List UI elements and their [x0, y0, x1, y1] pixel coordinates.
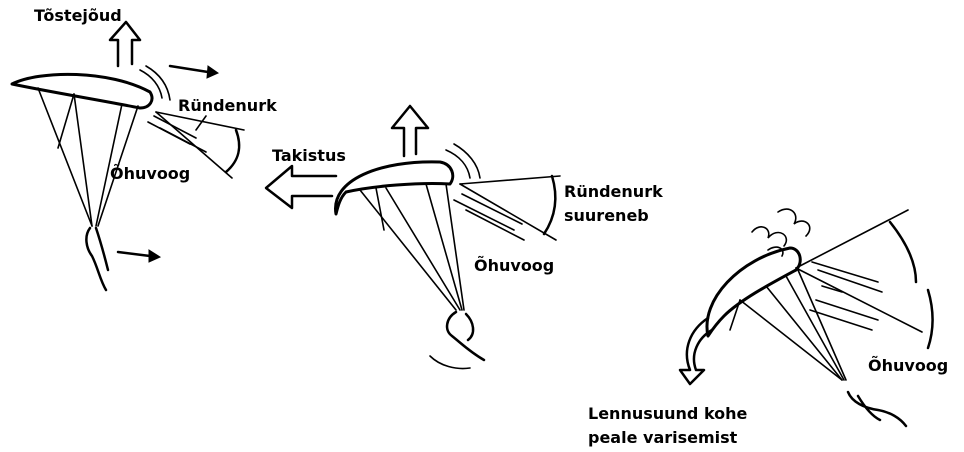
stage-1-paraglider — [12, 22, 244, 290]
airflow-label-2: Õhuvoog — [474, 256, 554, 276]
stage-2-airflow-streaks — [446, 144, 524, 240]
drag-label: Takistus — [272, 146, 346, 166]
airflow-label-1: Õhuvoog — [110, 164, 190, 184]
turbulence-curls — [752, 209, 810, 256]
stage-1-flight-arrow-top — [170, 66, 218, 78]
stage-2-swing-arrow — [430, 356, 470, 369]
stage-3-paraglider — [680, 209, 933, 426]
stage-3-wing — [707, 248, 800, 336]
airflow-label-3: Õhuvoog — [868, 356, 948, 376]
stage-2-pilot — [447, 312, 484, 360]
stage-1-flight-arrow-bottom — [118, 250, 160, 262]
lift-label: Tõstejõud — [34, 6, 122, 26]
flight-direction-label-line-1: Lennusuund kohe — [588, 404, 747, 424]
stage-3-pilot — [848, 392, 906, 426]
angle-of-attack-label: Ründenurk — [178, 96, 277, 116]
drag-arrow-icon — [266, 166, 336, 208]
stage-2-angle-of-attack — [460, 176, 560, 240]
stage-2-lines — [360, 184, 464, 310]
stage-1-pilot — [86, 228, 108, 290]
flight-direction-label-line-2: peale varisemist — [588, 428, 737, 448]
stage-1-lines — [38, 88, 138, 226]
angle-increases-label-line-1: Ründenurk — [564, 182, 663, 202]
lift-arrow-icon — [110, 22, 140, 66]
stage-2-wing — [336, 162, 453, 214]
stage-3-airflow-streaks — [810, 262, 882, 330]
stage-2-lift-arrow-icon — [392, 106, 428, 156]
angle-increases-label-line-2: suureneb — [564, 206, 649, 226]
stage-1-wing — [12, 74, 152, 108]
